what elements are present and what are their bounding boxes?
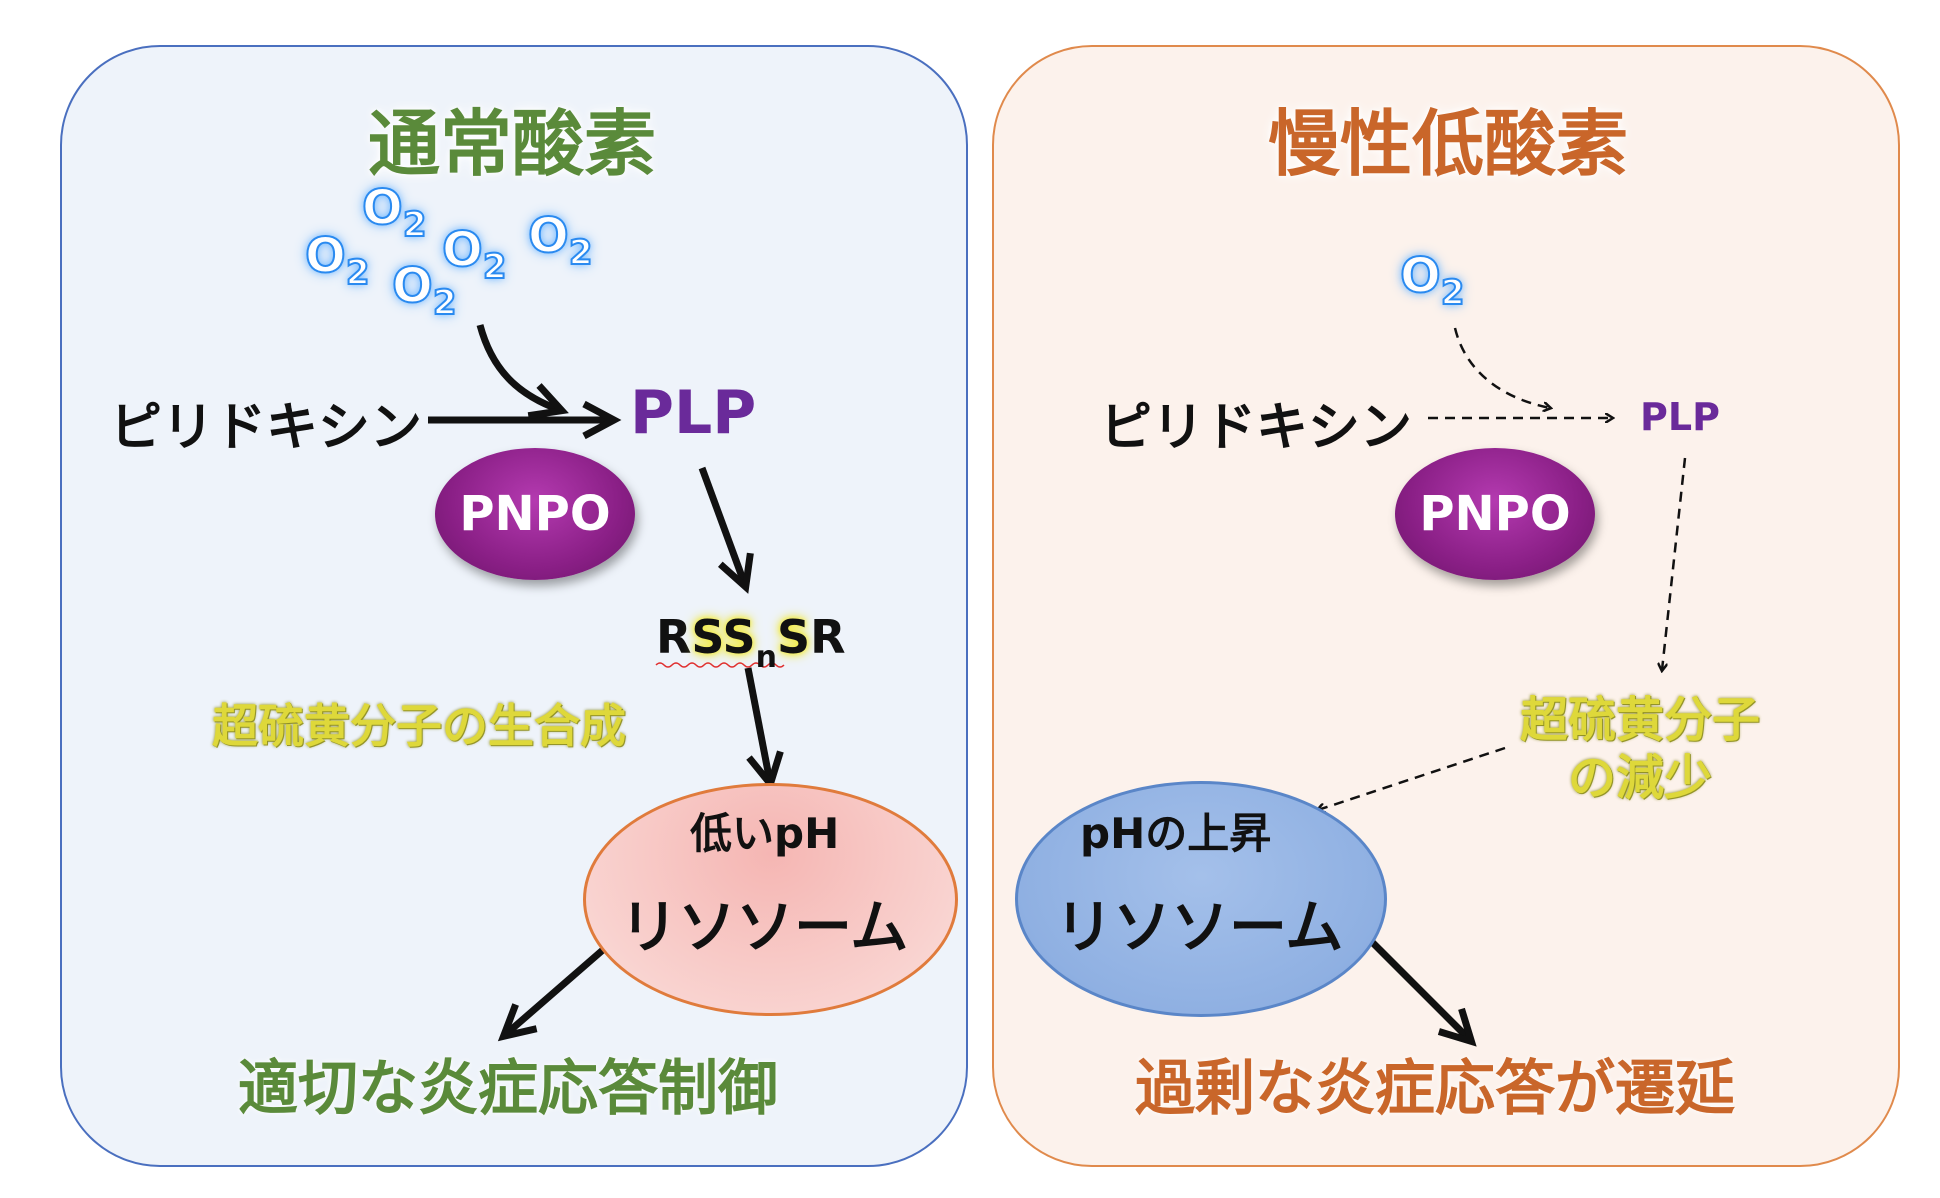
supersulfide-decrease-line1: 超硫黄分子: [1520, 692, 1761, 748]
o2-molecule: O2: [441, 221, 507, 288]
rss-underline: [655, 662, 785, 668]
lysosome-label-right: リソソーム: [1055, 893, 1344, 961]
o2-molecule-right: O2: [1399, 247, 1465, 314]
ph-increase-label: pHの上昇: [1080, 809, 1272, 858]
arrow-o2-to-plp: [476, 324, 569, 420]
low-ph-label: 低いpH: [690, 809, 840, 858]
pyridoxine-label-right: ピリドキシン: [1100, 398, 1413, 458]
arrow-supersulfide-to-lysosome-right: [1318, 746, 1506, 810]
plp-label: PLP: [630, 378, 757, 448]
arrow-plp-to-supersulfide-right: [1662, 457, 1687, 670]
rssnsr-label: RSSnSR: [656, 610, 846, 675]
o2-molecule: O2: [527, 207, 593, 274]
lysosome-label: リソソーム: [620, 893, 909, 961]
arrow-lysosome-to-outcome-left: [497, 939, 615, 1042]
normoxia-title: 通常酸素: [367, 102, 656, 186]
pnpo-enzyme-right: PNPO: [1395, 448, 1595, 580]
arrow-o2-to-plp-right: [1453, 327, 1550, 408]
lysosome-low-ph: [583, 783, 958, 1016]
lysosome-high-ph: [1015, 781, 1387, 1017]
o2-molecule: O2: [304, 227, 370, 294]
plp-label-right: PLP: [1640, 395, 1720, 439]
arrow-lysosome-to-outcome-right: [1365, 935, 1477, 1047]
supersulfide-decrease-line2: の減少: [1568, 750, 1713, 806]
o2-molecule: O2: [391, 257, 457, 324]
outcome-appropriate-control: 適切な炎症応答制御: [238, 1054, 778, 1124]
pnpo-enzyme: PNPO: [435, 448, 635, 580]
outcome-prolonged-inflammation: 過剰な炎症応答が遷延: [1135, 1054, 1735, 1124]
arrow-rss-to-lysosome: [744, 667, 784, 792]
hypoxia-title: 慢性低酸素: [1267, 102, 1628, 186]
o2-molecule: O2: [361, 179, 427, 246]
arrow-plp-to-rss: [698, 466, 754, 594]
supersulfide-biosynthesis-label: 超硫黄分子の生合成: [212, 699, 626, 753]
pyridoxine-label: ピリドキシン: [110, 398, 423, 458]
